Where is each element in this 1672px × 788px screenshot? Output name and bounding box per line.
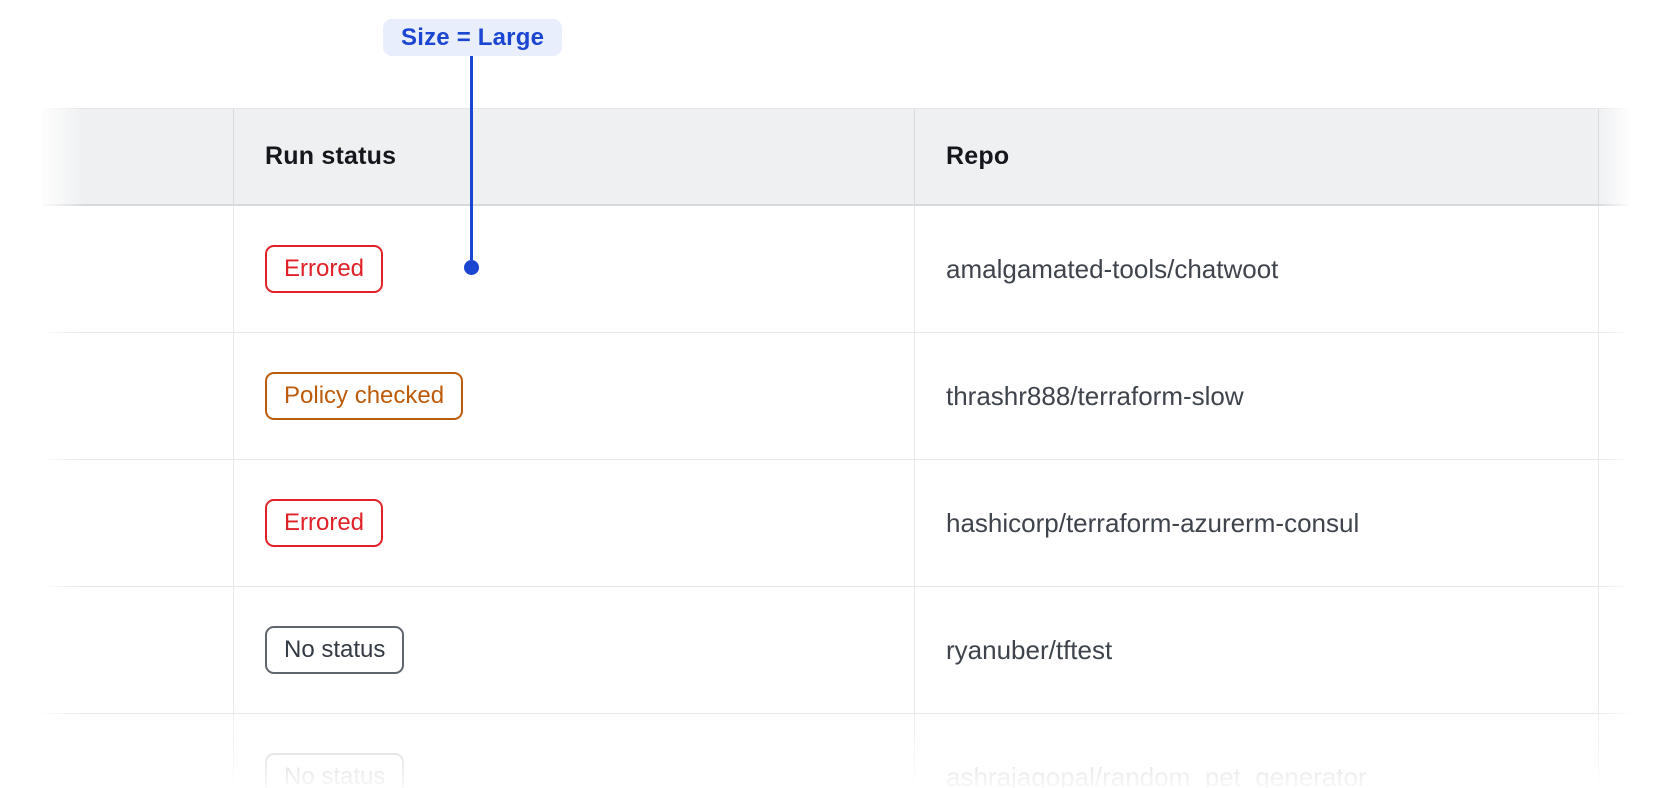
run-status-cell: Policy checked: [233, 333, 914, 459]
row-trailing-cell: [1598, 333, 1630, 459]
run-status-cell: No status: [233, 714, 914, 788]
row-trailing-cell: [1598, 206, 1630, 332]
header-cell-blank: [42, 109, 233, 204]
table-row[interactable]: No status ashrajagopal/random_pet_genera…: [42, 714, 1630, 788]
row-leading-cell: [42, 714, 233, 788]
repo-cell: amalgamated-tools/chatwoot: [914, 206, 1598, 332]
table-header-row: Run status Repo: [42, 108, 1630, 206]
repo-name: ryanuber/tftest: [946, 634, 1113, 665]
table-row[interactable]: Errored amalgamated-tools/chatwoot: [42, 206, 1630, 333]
run-status-cell: No status: [233, 587, 914, 713]
row-trailing-cell: [1598, 714, 1630, 788]
status-badge: Errored: [265, 499, 384, 547]
table-row[interactable]: Policy checked thrashr888/terraform-slow: [42, 333, 1630, 460]
callout-dot-icon: [464, 260, 479, 275]
row-leading-cell: [42, 333, 233, 459]
repo-name: amalgamated-tools/chatwoot: [946, 253, 1279, 284]
table-row[interactable]: No status ryanuber/tftest: [42, 587, 1630, 714]
repo-cell: thrashr888/terraform-slow: [914, 333, 1598, 459]
row-leading-cell: [42, 206, 233, 332]
run-status-cell: Errored: [233, 460, 914, 586]
status-badge: No status: [265, 626, 405, 674]
run-status-cell: Errored: [233, 206, 914, 332]
size-annotation-badge: Size = Large: [383, 19, 563, 56]
table-row[interactable]: Errored hashicorp/terraform-azurerm-cons…: [42, 460, 1630, 587]
repo-name: hashicorp/terraform-azurerm-consul: [946, 507, 1360, 538]
repo-cell: ryanuber/tftest: [914, 587, 1598, 713]
callout-line: [470, 56, 473, 260]
row-trailing-cell: [1598, 460, 1630, 586]
repo-cell: hashicorp/terraform-azurerm-consul: [914, 460, 1598, 586]
runs-table: Run status Repo Errored amalgamated-tool…: [42, 108, 1630, 788]
row-leading-cell: [42, 460, 233, 586]
status-badge: Policy checked: [265, 372, 464, 420]
repo-name: ashrajagopal/random_pet_generator: [946, 761, 1367, 788]
repo-name: thrashr888/terraform-slow: [946, 380, 1244, 411]
header-cell-run-status: Run status: [233, 109, 914, 204]
status-badge: Errored: [265, 245, 384, 293]
row-trailing-cell: [1598, 587, 1630, 713]
header-cell-repo: Repo: [914, 109, 1598, 204]
status-badge: No status: [265, 753, 405, 788]
header-cell-trailing: [1598, 109, 1630, 204]
repo-cell: ashrajagopal/random_pet_generator: [914, 714, 1598, 788]
row-leading-cell: [42, 587, 233, 713]
